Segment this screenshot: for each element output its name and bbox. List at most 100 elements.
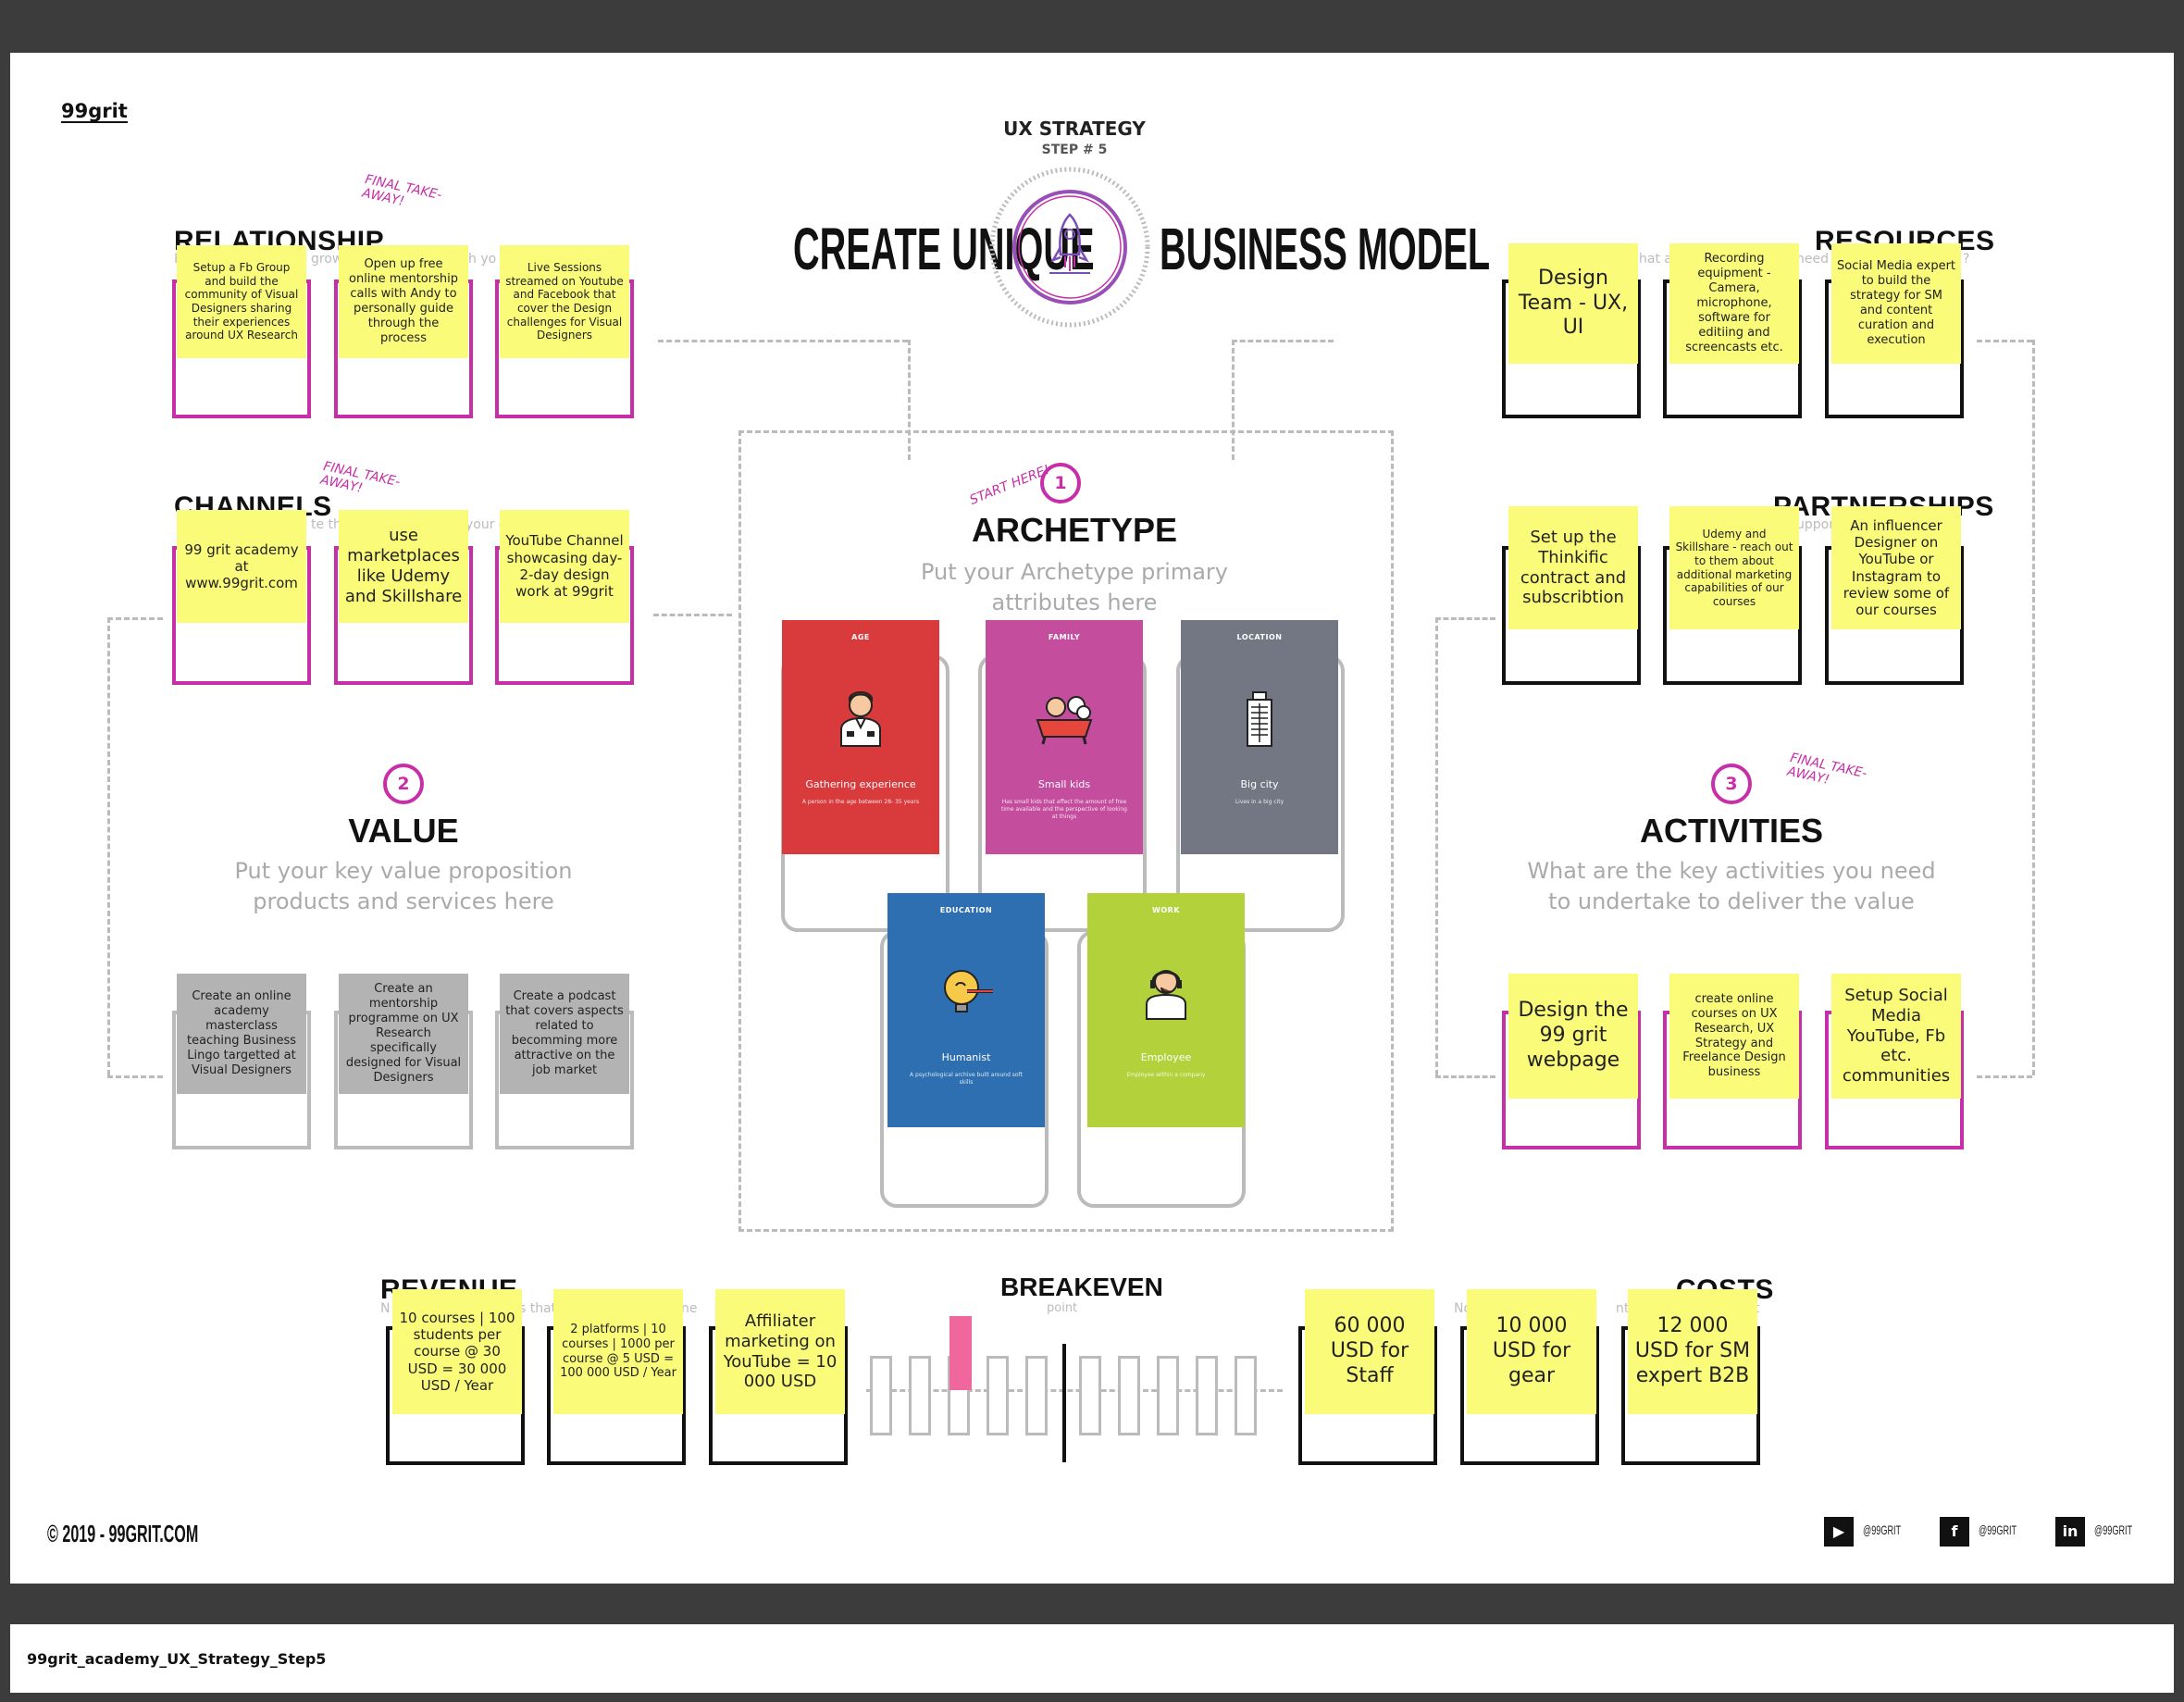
connector-line — [1435, 1075, 1495, 1078]
step-number-3: 3 — [1711, 764, 1752, 804]
heading-left: CREATE UNIQUE — [793, 216, 1095, 282]
heading-right: BUSINESS MODEL — [1160, 216, 1491, 282]
sticky-note[interactable]: 12 000 USD for SM expert B2B — [1628, 1289, 1757, 1414]
sticky-note[interactable]: 10 courses | 100 students per course @ 3… — [392, 1289, 522, 1414]
headset-person-icon — [1146, 970, 1186, 1020]
sticky-note[interactable]: 2 platforms | 10 courses | 1000 per cour… — [553, 1289, 683, 1414]
breakeven-axis — [866, 1389, 1283, 1392]
breakeven-subtitle: point — [1047, 1301, 1078, 1315]
sticky-note[interactable]: Live Sessions streamed on Youtube and Fa… — [500, 245, 629, 358]
breakeven-bar — [870, 1356, 892, 1435]
connector-line — [1435, 617, 1495, 620]
breakeven-bar — [1025, 1356, 1048, 1435]
card-description: Employee within a company — [1126, 1072, 1206, 1078]
sticky-note[interactable]: Set up the Thinkific contract and subscr… — [1508, 506, 1638, 629]
sticky-note[interactable]: 60 000 USD for Staff — [1305, 1289, 1434, 1414]
card-category: AGE — [851, 633, 870, 641]
breakeven-bar — [987, 1356, 1009, 1435]
breakeven-marker[interactable] — [949, 1316, 972, 1390]
resources-hint: ? — [1963, 252, 1970, 267]
connector-line — [908, 340, 911, 460]
connector-line — [653, 614, 732, 616]
sticky-note[interactable]: Setup Social Media YouTube, Fb etc. comm… — [1831, 974, 1961, 1099]
archetype-card-family[interactable]: FAMILY Small kids Has small kids that af… — [986, 620, 1143, 854]
person-icon — [840, 691, 881, 747]
youtube-icon[interactable]: ▶ — [1824, 1517, 1854, 1547]
card-label: Small kids — [1037, 778, 1091, 790]
sticky-note[interactable]: use marketplaces like Udemy and Skillsha… — [339, 510, 468, 623]
value-subtitle: Put your key value proposition products … — [234, 858, 573, 914]
building-icon — [1247, 691, 1272, 747]
card-label: Gathering experience — [805, 778, 916, 790]
value-title: VALUE — [348, 812, 459, 850]
revenue-hint: N — [380, 1301, 391, 1316]
channels-hint: your c — [465, 517, 506, 532]
connector-line — [1977, 1075, 2032, 1078]
step-label: STEP # 5 — [1041, 143, 1108, 157]
sticky-note[interactable]: Recording equipment - Camera, microphone… — [1669, 243, 1799, 364]
breakeven-bar — [1079, 1356, 1101, 1435]
linkedin-handle[interactable]: @99GRIT — [2094, 1522, 2133, 1537]
activities-subtitle: What are the key activities you need to … — [1527, 858, 1936, 914]
page-title: UX STRATEGY — [1003, 118, 1146, 140]
final-takeaway-note: FINAL TAKE-AWAY! — [318, 459, 402, 496]
relationship-hint: h yo — [468, 252, 497, 267]
archetype-card-work[interactable]: WORK Employee Employee within a company — [1087, 893, 1245, 1127]
lightbulb-icon — [944, 970, 993, 1013]
step-number-2: 2 — [383, 764, 424, 804]
connector-line — [107, 617, 110, 1075]
card-category: FAMILY — [1048, 633, 1081, 641]
breakeven-bar — [909, 1356, 931, 1435]
card-label: Employee — [1140, 1051, 1192, 1063]
card-label: Humanist — [941, 1051, 991, 1063]
strategy-board: 99grit UX STRATEGY STEP # 5 CREATE UNIQU… — [10, 53, 2174, 1584]
connector-line — [107, 1075, 163, 1078]
sticky-note[interactable]: 99 grit academy at www.99grit.com — [177, 510, 306, 623]
revenue-hint: s that — [519, 1301, 557, 1316]
card-category: EDUCATION — [939, 906, 993, 914]
archetype-subtitle: Put your Archetype primary attributes he… — [921, 559, 1228, 615]
breakeven-bar — [1118, 1356, 1140, 1435]
resources-hint: hat a — [1639, 252, 1672, 267]
archetype-card-location[interactable]: LOCATION Big city Lives in a big city — [1181, 620, 1338, 854]
archetype-card-education[interactable]: EDUCATION Humanist A psychological archi… — [887, 893, 1045, 1127]
sticky-note[interactable]: Create a podcast that covers aspects rel… — [500, 974, 629, 1094]
breakeven-bar — [1196, 1356, 1218, 1435]
sticky-note[interactable]: 10 000 USD for gear — [1467, 1289, 1596, 1414]
facebook-icon[interactable]: f — [1940, 1517, 1969, 1547]
relationship-hint: grow — [311, 252, 343, 267]
connector-line — [1232, 340, 1334, 342]
sticky-note[interactable]: Open up free online mentorship calls wit… — [339, 245, 468, 358]
sticky-note[interactable]: Create an mentorship programme on UX Res… — [339, 974, 468, 1094]
sticky-note[interactable]: create online courses on UX Research, UX… — [1669, 974, 1799, 1099]
connector-line — [1435, 617, 1438, 1075]
linkedin-icon[interactable]: in — [2055, 1517, 2085, 1547]
brand-logo: 99grit — [61, 100, 128, 123]
card-label: Big city — [1240, 778, 1279, 790]
partnerships-hint: uppor — [1796, 517, 1834, 532]
archetype-card-age[interactable]: AGE Gathering experience A person in the… — [782, 620, 939, 854]
card-description: A psychological archive built around sof… — [910, 1072, 1023, 1086]
step-number-1: 1 — [1040, 463, 1081, 503]
connector-line — [658, 340, 908, 342]
activities-title: ACTIVITIES — [1639, 812, 1824, 850]
archetype-title: ARCHETYPE — [971, 511, 1178, 549]
revenue-hint: ne — [681, 1301, 698, 1316]
sticky-note[interactable]: Udemy and Skillshare - reach out to them… — [1669, 506, 1799, 629]
sticky-note[interactable]: Social Media expert to build the strateg… — [1831, 243, 1961, 364]
sticky-note[interactable]: Design the 99 grit webpage — [1508, 974, 1638, 1099]
sticky-note[interactable]: Design Team - UX, UI — [1508, 243, 1638, 364]
youtube-handle[interactable]: @99GRIT — [1863, 1522, 1902, 1537]
breakeven-centerline — [1062, 1344, 1066, 1462]
connector-line — [1232, 340, 1235, 460]
sticky-note[interactable]: Setup a Fb Group and build the community… — [177, 245, 306, 358]
connector-line — [2032, 340, 2035, 1075]
facebook-handle[interactable]: @99GRIT — [1979, 1522, 2017, 1537]
resources-hint: need — [1796, 252, 1829, 267]
card-description: A person in the age between 28- 35 years — [801, 799, 920, 805]
sticky-note[interactable]: Affiliater marketing on YouTube = 10 000… — [715, 1289, 845, 1414]
final-takeaway-note: FINAL TAKE-AWAY! — [1785, 751, 1868, 788]
sticky-note[interactable]: YouTube Channel showcasing day-2-day des… — [500, 510, 629, 623]
sticky-note[interactable]: Create an online academy masterclass tea… — [177, 974, 306, 1094]
sticky-note[interactable]: An influencer Designer on YouTube or Ins… — [1831, 506, 1961, 629]
